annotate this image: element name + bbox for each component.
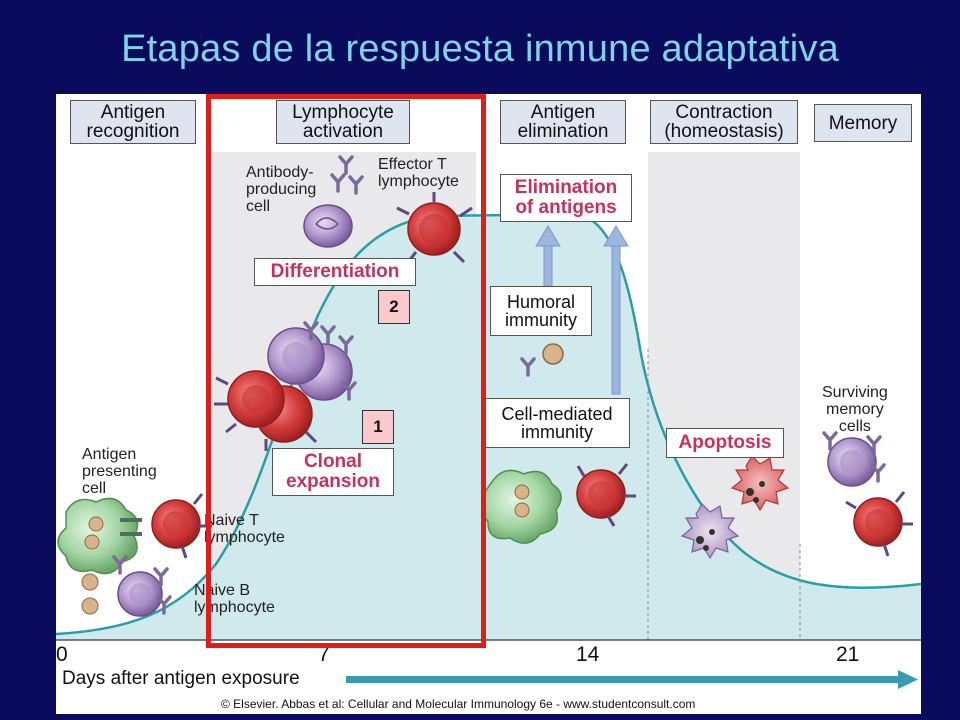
naive-t-lymphocyte-label: Naive T lymphocyte xyxy=(204,512,285,546)
apoptosis-label: Apoptosis xyxy=(666,428,784,458)
humoral-immunity-label: Humoral immunity xyxy=(490,286,592,336)
antigen-presenting-cell-icon xyxy=(57,497,142,575)
apoptotic-purple-cell-icon xyxy=(680,503,740,560)
antigen-antibody-icon xyxy=(520,343,564,377)
stage-lymphocyte-activation: Lymphocyte activation xyxy=(276,100,410,144)
stage-antigen-elimination: Antigen elimination xyxy=(500,100,626,144)
differentiation-label: Differentiation xyxy=(254,258,416,286)
tick-label-0: 0 xyxy=(56,643,68,666)
cell-mediated-apc-icon xyxy=(481,469,562,544)
cell-mediated-effector-t-icon xyxy=(576,463,636,527)
stage-memory: Memory xyxy=(814,104,912,142)
naive-t-lymphocyte-icon xyxy=(151,493,212,559)
stage-contraction: Contraction (homeostasis) xyxy=(650,100,798,144)
copyright-credit: © Elsevier. Abbas et al: Cellular and Mo… xyxy=(221,697,696,711)
effector-t-lymphocyte-icon xyxy=(396,192,473,264)
highlight-frame xyxy=(206,94,486,648)
tick-label-14: 14 xyxy=(576,643,600,666)
memory-purple-cell-icon xyxy=(822,431,886,487)
marker-2: 2 xyxy=(378,290,410,324)
x-axis-label: Days after antigen exposure xyxy=(62,668,300,689)
apoptotic-red-cell-icon xyxy=(730,455,790,512)
tick-label-7: 7 xyxy=(318,643,330,666)
marker-1: 1 xyxy=(362,410,394,444)
memory-red-cell-icon xyxy=(845,491,913,557)
effector-t-lymphocyte-label: Effector T lymphocyte xyxy=(378,156,459,190)
antigen-presenting-cell-label: Antigen presenting cell xyxy=(82,446,157,497)
slide-title: Etapas de la respuesta inmune adaptativa xyxy=(121,28,839,70)
stage-antigen-recognition: Antigen recognition xyxy=(70,100,196,144)
antibody-producing-cell-label: Antibody- producing cell xyxy=(246,164,317,215)
immune-response-figure: Antigen recognition Lymphocyte activatio… xyxy=(56,94,921,714)
tick-label-21: 21 xyxy=(836,643,860,666)
clonal-expansion-cells-icon xyxy=(214,321,357,451)
clonal-expansion-label: Clonal expansion xyxy=(272,448,394,496)
antibody-producing-cell-icon xyxy=(303,155,364,248)
elimination-of-antigens-label: Elimination of antigens xyxy=(500,174,632,222)
surviving-memory-cells-label: Surviving memory cells xyxy=(822,384,888,435)
cell-mediated-immunity-label: Cell-mediated immunity xyxy=(484,398,630,448)
up-arrow-cell-mediated xyxy=(603,225,629,395)
naive-b-lymphocyte-icon xyxy=(81,555,172,617)
timeline-arrow xyxy=(346,670,918,689)
naive-b-lymphocyte-label: Naive B lymphocyte xyxy=(194,582,275,616)
